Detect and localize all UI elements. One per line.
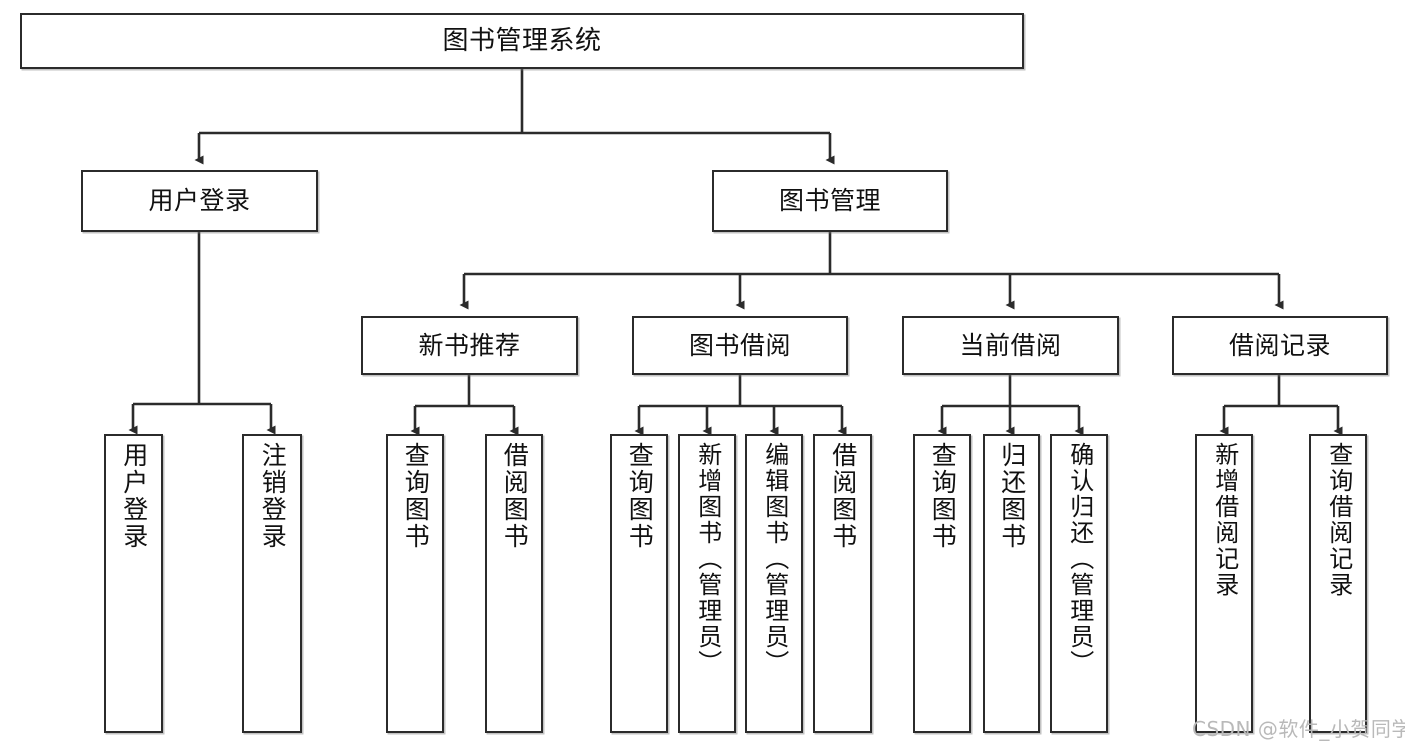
leaf-return-book[interactable]: 归还图书 bbox=[983, 434, 1040, 733]
node-user-login[interactable]: 用户登录 bbox=[81, 170, 318, 232]
node-label: 新书推荐 bbox=[418, 330, 521, 360]
leaf-user-login[interactable]: 用户登录 bbox=[104, 434, 163, 733]
leaf-query-book-recommend[interactable]: 查询图书 bbox=[386, 434, 444, 733]
leaf-add-borrow-record[interactable]: 新增借阅记录 bbox=[1195, 434, 1253, 733]
leaf-query-book-current[interactable]: 查询图书 bbox=[913, 434, 971, 733]
leaf-query-book-borrow[interactable]: 查询图书 bbox=[610, 434, 668, 733]
node-label: 图书借阅 bbox=[688, 330, 791, 360]
leaf-borrow-book-recommend[interactable]: 借阅图书 bbox=[485, 434, 543, 733]
node-book-borrow[interactable]: 图书借阅 bbox=[632, 316, 848, 375]
node-borrow-record[interactable]: 借阅记录 bbox=[1172, 316, 1388, 375]
leaf-query-borrow-record[interactable]: 查询借阅记录 bbox=[1309, 434, 1367, 733]
node-new-book-recommend[interactable]: 新书推荐 bbox=[361, 316, 578, 375]
node-label: 归还图书 bbox=[997, 442, 1027, 550]
node-book-management[interactable]: 图书管理 bbox=[712, 170, 948, 232]
node-label: 借阅图书 bbox=[500, 442, 530, 550]
leaf-confirm-return-admin[interactable]: 确认归还（管理员） bbox=[1050, 434, 1108, 733]
csdn-watermark: CSDN @软件_小贺同学 bbox=[1192, 717, 1405, 741]
node-label: 查询图书 bbox=[928, 442, 958, 550]
node-current-borrow[interactable]: 当前借阅 bbox=[902, 316, 1119, 375]
node-label: 查询图书 bbox=[625, 442, 655, 550]
node-label: 用户登录 bbox=[148, 186, 251, 216]
node-label: 图书管理 bbox=[778, 186, 881, 216]
node-label: 注销登录 bbox=[258, 442, 288, 550]
node-label: 确认归还（管理员） bbox=[1065, 442, 1094, 676]
node-root-book-management-system[interactable]: 图书管理系统 bbox=[20, 13, 1024, 69]
node-label: 借阅记录 bbox=[1228, 330, 1331, 360]
node-label: 新增图书（管理员） bbox=[693, 442, 722, 676]
leaf-edit-book-admin[interactable]: 编辑图书（管理员） bbox=[745, 434, 803, 733]
node-label: 当前借阅 bbox=[959, 330, 1062, 360]
leaf-logout-login[interactable]: 注销登录 bbox=[242, 434, 302, 733]
node-label: 借阅图书 bbox=[828, 442, 858, 550]
node-label: 查询图书 bbox=[401, 442, 431, 550]
leaf-borrow-book[interactable]: 借阅图书 bbox=[813, 434, 872, 733]
node-label: 查询借阅记录 bbox=[1324, 442, 1353, 598]
node-label: 用户登录 bbox=[119, 442, 149, 550]
node-label: 图书管理系统 bbox=[442, 25, 602, 56]
node-label: 新增借阅记录 bbox=[1210, 442, 1239, 598]
node-label: 编辑图书（管理员） bbox=[760, 442, 789, 676]
leaf-add-book-admin[interactable]: 新增图书（管理员） bbox=[678, 434, 736, 733]
